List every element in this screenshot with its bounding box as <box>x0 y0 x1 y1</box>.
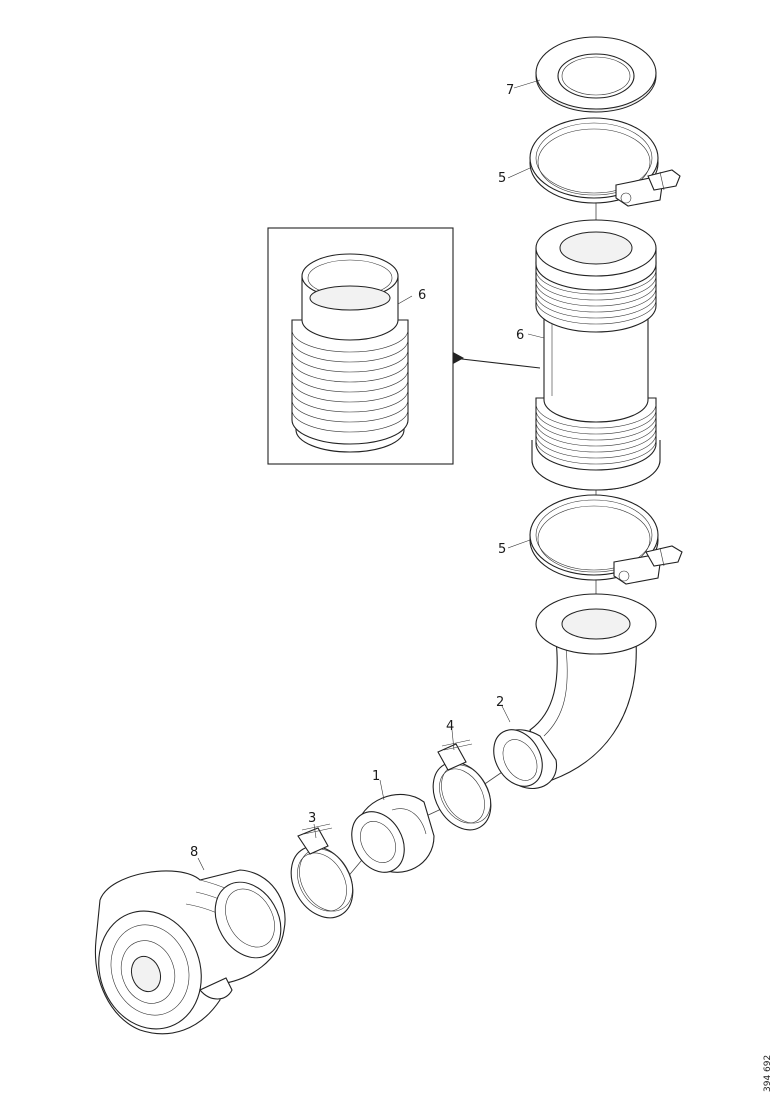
label-part-5-lower: 5 <box>498 542 506 557</box>
inset-detail-box <box>267 227 541 465</box>
label-part-4: 4 <box>446 719 454 734</box>
elbow-pipe <box>529 593 657 781</box>
part-7-gasket-ring <box>535 36 657 113</box>
part-6-bellows-pipe <box>531 219 661 491</box>
part-5-upper-vband-clamp <box>529 117 681 207</box>
part-8-turbocharger <box>94 869 286 1035</box>
label-part-8: 8 <box>190 845 198 860</box>
leader-lines <box>197 79 545 871</box>
inset-bellows <box>291 253 409 453</box>
reference-code: 394 692 <box>763 1055 773 1092</box>
label-part-1: 1 <box>372 769 380 784</box>
label-part-6-main: 6 <box>516 328 524 343</box>
part-5-lower-vband-clamp <box>529 494 683 585</box>
callout-labels: 7 5 6 6 5 2 4 1 3 8 <box>190 83 524 860</box>
inset-pointer-line <box>452 357 541 369</box>
label-part-3: 3 <box>308 811 316 826</box>
label-part-2: 2 <box>496 695 504 710</box>
label-part-6-inset: 6 <box>418 288 426 303</box>
inset-pointer-arrow <box>453 352 464 364</box>
part-2-sleeve <box>493 729 558 790</box>
part-4-hose-clamp <box>432 739 492 831</box>
label-part-7: 7 <box>506 83 514 98</box>
part-1-rubber-coupling <box>351 793 435 873</box>
part-3-hose-clamp <box>290 823 354 919</box>
label-part-5-upper: 5 <box>498 171 506 186</box>
